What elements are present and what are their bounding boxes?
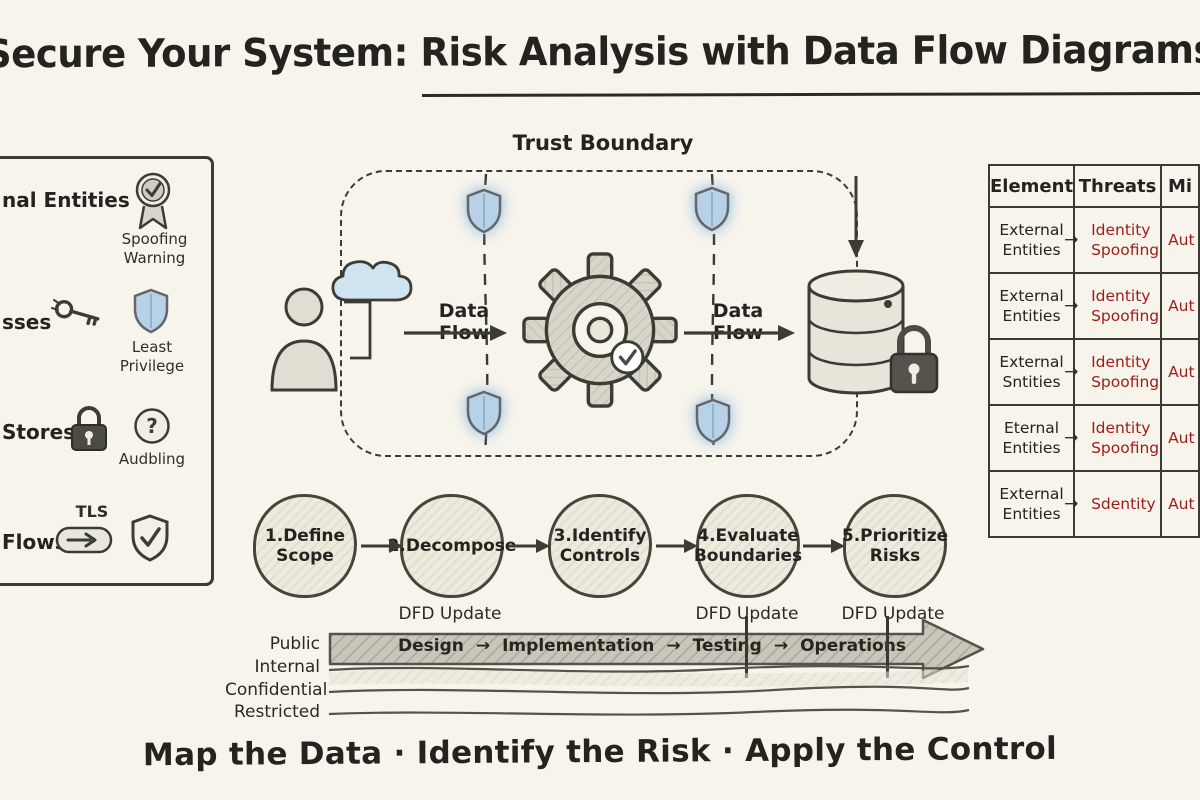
row-arrow-icon: → xyxy=(1064,428,1079,448)
step-arrow-3 xyxy=(656,539,698,553)
cell-element: External Entities xyxy=(987,470,1076,538)
legend-caption-least-privilege: Least Privilege xyxy=(119,338,185,375)
boundary-to-datastore-arrow xyxy=(848,176,864,258)
row-arrow-icon: → xyxy=(1064,296,1079,316)
boundary-shield-top-left-icon xyxy=(466,188,502,234)
cell-element: External Sntities xyxy=(987,338,1076,406)
cell-threat: → Sdentity xyxy=(1064,470,1163,538)
col-header-threats: Threats xyxy=(1073,164,1163,208)
dfd-update-tick-1 xyxy=(745,616,748,678)
table-row: External Entities → Sdentity Aut xyxy=(987,470,1200,538)
ribbon-check-icon xyxy=(135,172,171,230)
threat-text: Identity Spoofing xyxy=(1091,220,1160,259)
workflow-step-2: 2.Decompose xyxy=(388,494,516,598)
cell-mitigation: Aut xyxy=(1160,404,1200,472)
threat-text: Identity Spoofing xyxy=(1091,418,1160,457)
lifecycle-phases: Design → Implementation → Testing → Oper… xyxy=(398,633,906,659)
legend-item-processes: sses xyxy=(2,310,52,334)
workflow-step-4: 4.Evaluate Boundaries xyxy=(694,494,802,598)
cell-mitigation: Aut xyxy=(1160,338,1200,406)
phase-arrow-icon: → xyxy=(773,636,789,656)
step-arrow-4 xyxy=(803,539,845,553)
process-gear-icon xyxy=(522,252,678,408)
cell-element: External Entities xyxy=(987,272,1076,340)
cell-threat: → Identity Spoofing xyxy=(1064,404,1163,472)
external-entity-person-icon xyxy=(270,287,338,392)
cell-mitigation: Aut xyxy=(1160,206,1200,274)
legend-item-data-flows: Flows xyxy=(2,530,67,554)
person-connector-bracket xyxy=(344,300,372,360)
row-arrow-icon: → xyxy=(1064,494,1079,514)
pipe-arrow-icon xyxy=(55,526,113,554)
cell-element: External Entities xyxy=(987,206,1076,274)
row-arrow-icon: → xyxy=(1064,230,1079,250)
dfd-update-label-1: DFD Update xyxy=(398,604,502,624)
legend-item-data-stores: Stores xyxy=(2,420,76,444)
phase-testing: Testing xyxy=(692,636,762,656)
legend-caption-tls: TLS xyxy=(75,502,109,521)
classification-confidential: Confidential xyxy=(225,680,328,700)
gear-check-badge xyxy=(610,340,645,375)
threat-table: Element Threats Mi External Entities → Id… xyxy=(987,164,1200,538)
threat-text: Identity Spoofing xyxy=(1091,352,1160,391)
col-header-mitigations: Mi xyxy=(1160,164,1200,208)
legend-caption-spoofing-warning: Spoofing Warning xyxy=(121,230,188,267)
classification-restricted: Restricted xyxy=(233,702,320,722)
step-arrow-1 xyxy=(361,539,403,553)
col-header-element: Element xyxy=(987,164,1076,208)
data-store-database-icon xyxy=(807,269,905,395)
boundary-shield-bottom-right-icon xyxy=(695,398,731,444)
table-row: External Entities → Identity Spoofing Aut xyxy=(987,272,1200,340)
cell-threat: → Identity Spoofing xyxy=(1064,338,1163,406)
table-row: External Entities → Identity Spoofing Aut xyxy=(987,206,1200,274)
dfd-update-label-2: DFD Update xyxy=(695,604,799,624)
dfd-update-label-3: DFD Update xyxy=(841,604,945,624)
key-icon xyxy=(51,299,100,326)
threat-table-header-row: Element Threats Mi xyxy=(987,164,1200,208)
workflow-step-5: 5.Prioritize Risks xyxy=(842,494,948,598)
classification-internal: Internal xyxy=(254,657,320,677)
classification-lines xyxy=(328,664,970,716)
data-flow-arrow-left xyxy=(404,325,507,341)
cell-mitigation: Aut xyxy=(1160,470,1200,538)
cell-mitigation: Aut xyxy=(1160,272,1200,340)
phase-operations: Operations xyxy=(800,636,906,656)
question-glyph: ? xyxy=(146,414,158,438)
data-flow-arrow-right xyxy=(684,325,795,341)
title-underline xyxy=(421,91,1200,98)
step-arrow-2 xyxy=(508,539,550,553)
workflow-step-1: 1.Define Scope xyxy=(253,494,357,598)
page-title: Secure Your System: Risk Analysis with D… xyxy=(0,27,1200,78)
phase-implementation: Implementation xyxy=(502,636,655,656)
classification-public: Public xyxy=(269,634,320,654)
phase-design: Design xyxy=(398,636,464,656)
lifecycle-arrow xyxy=(328,618,985,680)
shield-check-icon xyxy=(131,514,169,562)
legend-item-external-entities: nal Entities xyxy=(2,188,130,212)
table-row: External Sntities → Identity Spoofing Aut xyxy=(987,338,1200,406)
cell-element: Eternal Entities xyxy=(987,404,1076,472)
phase-arrow-icon: → xyxy=(666,636,681,656)
legend-caption-auditing: Audbling xyxy=(118,450,186,468)
row-arrow-icon: → xyxy=(1064,362,1079,382)
threat-text: Sdentity xyxy=(1091,494,1156,513)
table-row: Eternal Entities → Identity Spoofing Aut xyxy=(987,404,1200,472)
shield-icon xyxy=(133,288,169,334)
boundary-shield-top-right-icon xyxy=(694,186,730,232)
legend-panel xyxy=(0,156,214,586)
cloud-icon xyxy=(331,260,413,302)
trust-boundary-label: Trust Boundary xyxy=(512,131,694,155)
lock-icon xyxy=(71,406,107,451)
phase-arrow-icon: → xyxy=(475,636,491,656)
dfd-update-tick-2 xyxy=(886,616,889,678)
workflow-step-3: 3.Identify Controls xyxy=(548,494,652,598)
footer-slogan: Map the Data · Identify the Risk · Apply… xyxy=(142,730,1058,774)
threat-text: Identity Spoofing xyxy=(1091,286,1160,325)
question-circle-icon: ? xyxy=(134,408,170,444)
datastore-lock-icon xyxy=(889,325,939,394)
cell-threat: → Identity Spoofing xyxy=(1064,272,1163,340)
cell-threat: → Identity Spoofing xyxy=(1064,206,1163,274)
boundary-shield-bottom-left-icon xyxy=(466,390,502,436)
